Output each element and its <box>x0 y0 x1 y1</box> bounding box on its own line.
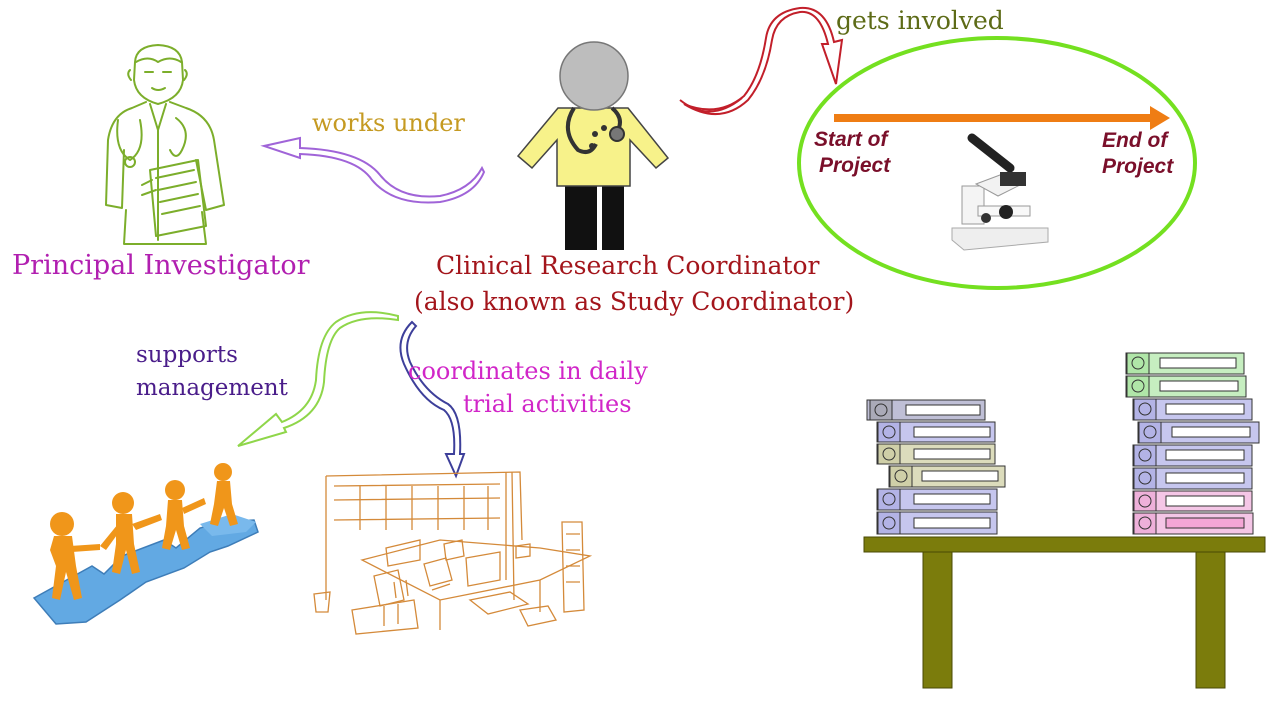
office-sketch-icon <box>313 471 593 635</box>
binder-stack-icon <box>866 352 1260 535</box>
end-of-project-line2: Project <box>1102 155 1174 178</box>
supports-label: supports <box>136 342 238 368</box>
coordinates-label: coordinates in daily <box>408 357 648 385</box>
coordinates-arrow <box>399 320 466 479</box>
end-of-project-line1: End of <box>1102 129 1168 152</box>
management-label: management <box>136 375 288 401</box>
supports-management-arrow <box>237 311 399 447</box>
trial-activities-label: trial activities <box>463 390 632 418</box>
clinical-research-coordinator-label: Clinical Research Coordinator <box>436 251 820 280</box>
microscope-icon <box>951 133 1049 251</box>
gets-involved-label: gets involved <box>836 6 1004 35</box>
coordinator-figure-icon <box>516 41 670 250</box>
table-icon <box>863 536 1266 689</box>
works-under-label: works under <box>312 109 465 137</box>
works-under-arrow <box>260 136 486 204</box>
doctor-sketch-icon <box>105 44 225 245</box>
gets-involved-arrow <box>679 6 844 116</box>
team-puzzle-icon <box>32 463 259 625</box>
start-of-project-line1: Start of <box>814 128 888 151</box>
start-of-project-line2: Project <box>819 154 891 177</box>
also-known-as-label: (also known as Study Coordinator) <box>414 287 855 316</box>
principal-investigator-label: Principal Investigator <box>12 250 310 281</box>
